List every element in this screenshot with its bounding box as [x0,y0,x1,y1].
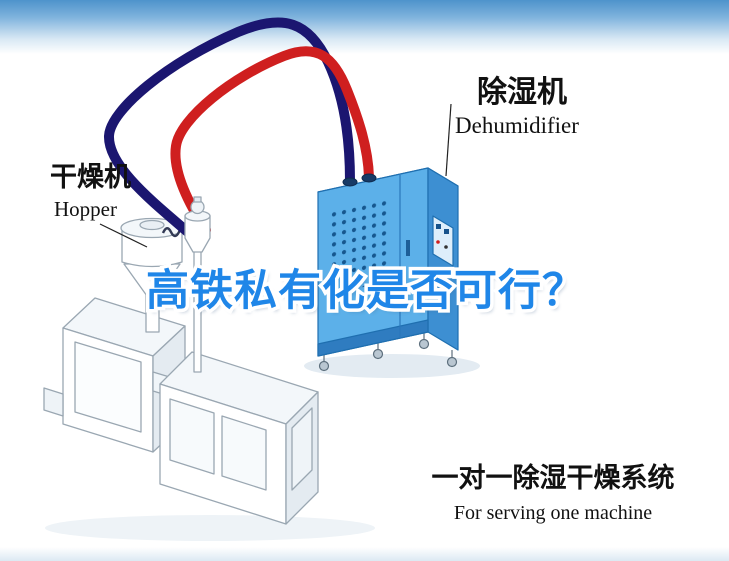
hopper-leader-line [99,223,148,248]
hopper-body [121,229,183,268]
footer-subtitle-en: For serving one machine [453,502,653,524]
footer-caption: 一对一除湿干燥系统 For serving one machine [413,456,693,525]
hose-ports [342,173,377,187]
watermark-text: 高铁私有化是否可行？ 高铁私有化是否可行？ [143,256,589,319]
cabinet-panel-1 [169,398,215,475]
watermark-text-fill: 高铁私有化是否可行？ [146,267,586,315]
dehumidifier-control-panel [432,215,454,267]
pipe-red-return-air [170,46,374,235]
hopper-label: 干燥机 Hopper [50,162,131,221]
hopper-label-cn: 干燥机 [50,162,131,192]
dehumidifier-label-en: Dehumidifier [455,113,579,138]
loader-motor-cap [193,196,202,203]
watermark-text-outline: 高铁私有化是否可行？ [143,264,589,319]
hopper [120,217,184,333]
hose-port-red [361,173,377,183]
hopper-label-en: Hopper [54,196,117,221]
extruder-shadow [45,515,375,541]
hopper-lid-cap [139,219,165,231]
dehumidifier-handle [406,240,410,256]
top-gradient-band [0,0,729,54]
extruder-machine [43,249,375,541]
footer-title-cn: 一对一除湿干燥系统 [431,463,675,493]
loader-cyclone [184,196,211,253]
hose-port-blue [342,177,358,187]
cabinet-panel-2 [221,415,267,491]
dehumidifier-label-cn: 除湿机 [477,76,567,109]
pedestal-front-panel [74,341,142,433]
dehumidifier-casters [318,332,458,372]
dehumidifier-leader-line [445,103,452,177]
dehumidifier-vents [331,199,389,294]
bottom-gradient-band [0,547,729,561]
cabinet-side-panel [291,407,313,491]
pipe-blue-dry-air [103,17,355,239]
dehumidifier-label: 除湿机 Dehumidifier [455,76,579,138]
dehumidifier-shadow [304,354,480,378]
die-block [43,387,64,417]
dehumidifier-unit [304,167,480,378]
